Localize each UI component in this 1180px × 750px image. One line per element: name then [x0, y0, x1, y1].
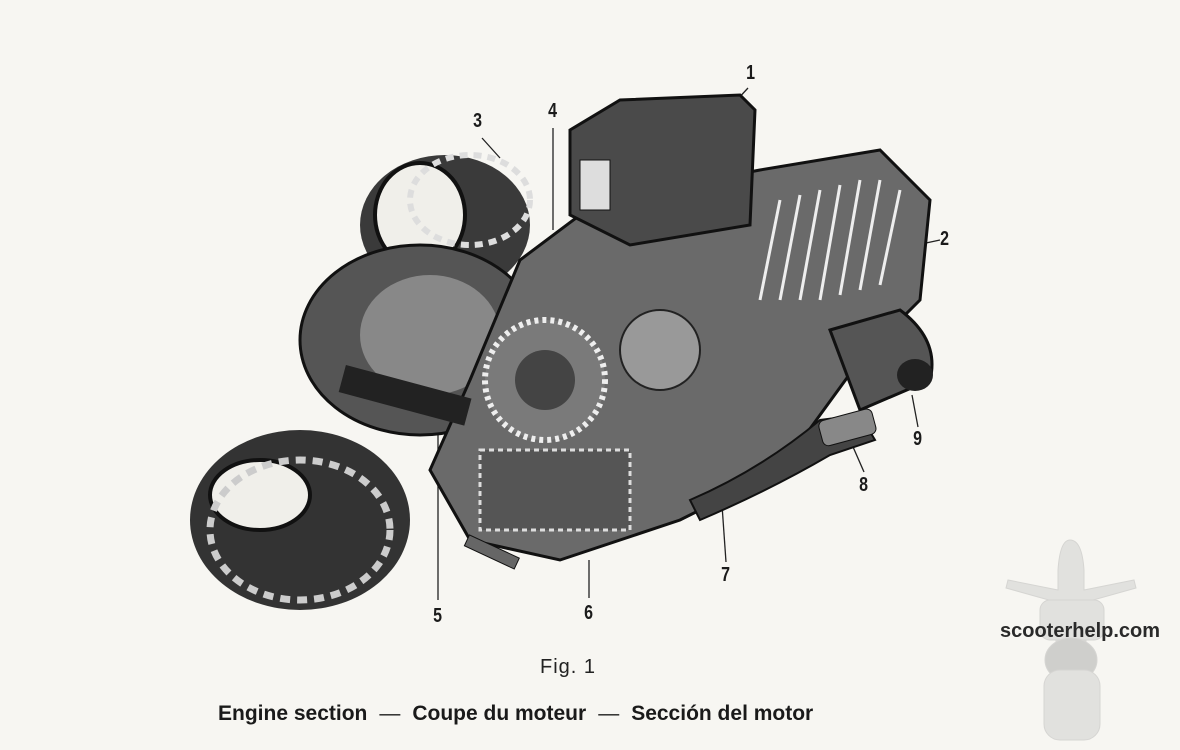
figure-label: Fig. 1 [540, 656, 597, 678]
lower-tire [190, 430, 410, 610]
callout-4: 4 [548, 100, 558, 122]
caption-spanish: Sección del motor [631, 702, 814, 725]
gears [478, 309, 701, 532]
callout-3: 3 [473, 110, 483, 132]
axle [338, 364, 472, 426]
callout-8: 8 [859, 474, 869, 496]
callout-7: 7 [721, 564, 731, 586]
carburettor [568, 93, 757, 247]
caption-english: Engine section [218, 702, 368, 725]
watermark-text: scooterhelp.com [1000, 620, 1161, 642]
scooter-watermark-icon [1005, 539, 1137, 741]
callout-6: 6 [584, 602, 594, 624]
caption-french: Coupe du moteur [412, 702, 587, 725]
caption-separator: — [379, 702, 401, 725]
caption-separator: — [598, 702, 620, 725]
callout-9: 9 [913, 428, 923, 450]
callout-2: 2 [940, 228, 950, 250]
callout-1: 1 [746, 62, 756, 84]
cylinder-fins [758, 179, 902, 301]
callout-5: 5 [433, 605, 443, 627]
figure-caption: Engine section — Coupe du moteur — Sección d… [218, 702, 813, 726]
